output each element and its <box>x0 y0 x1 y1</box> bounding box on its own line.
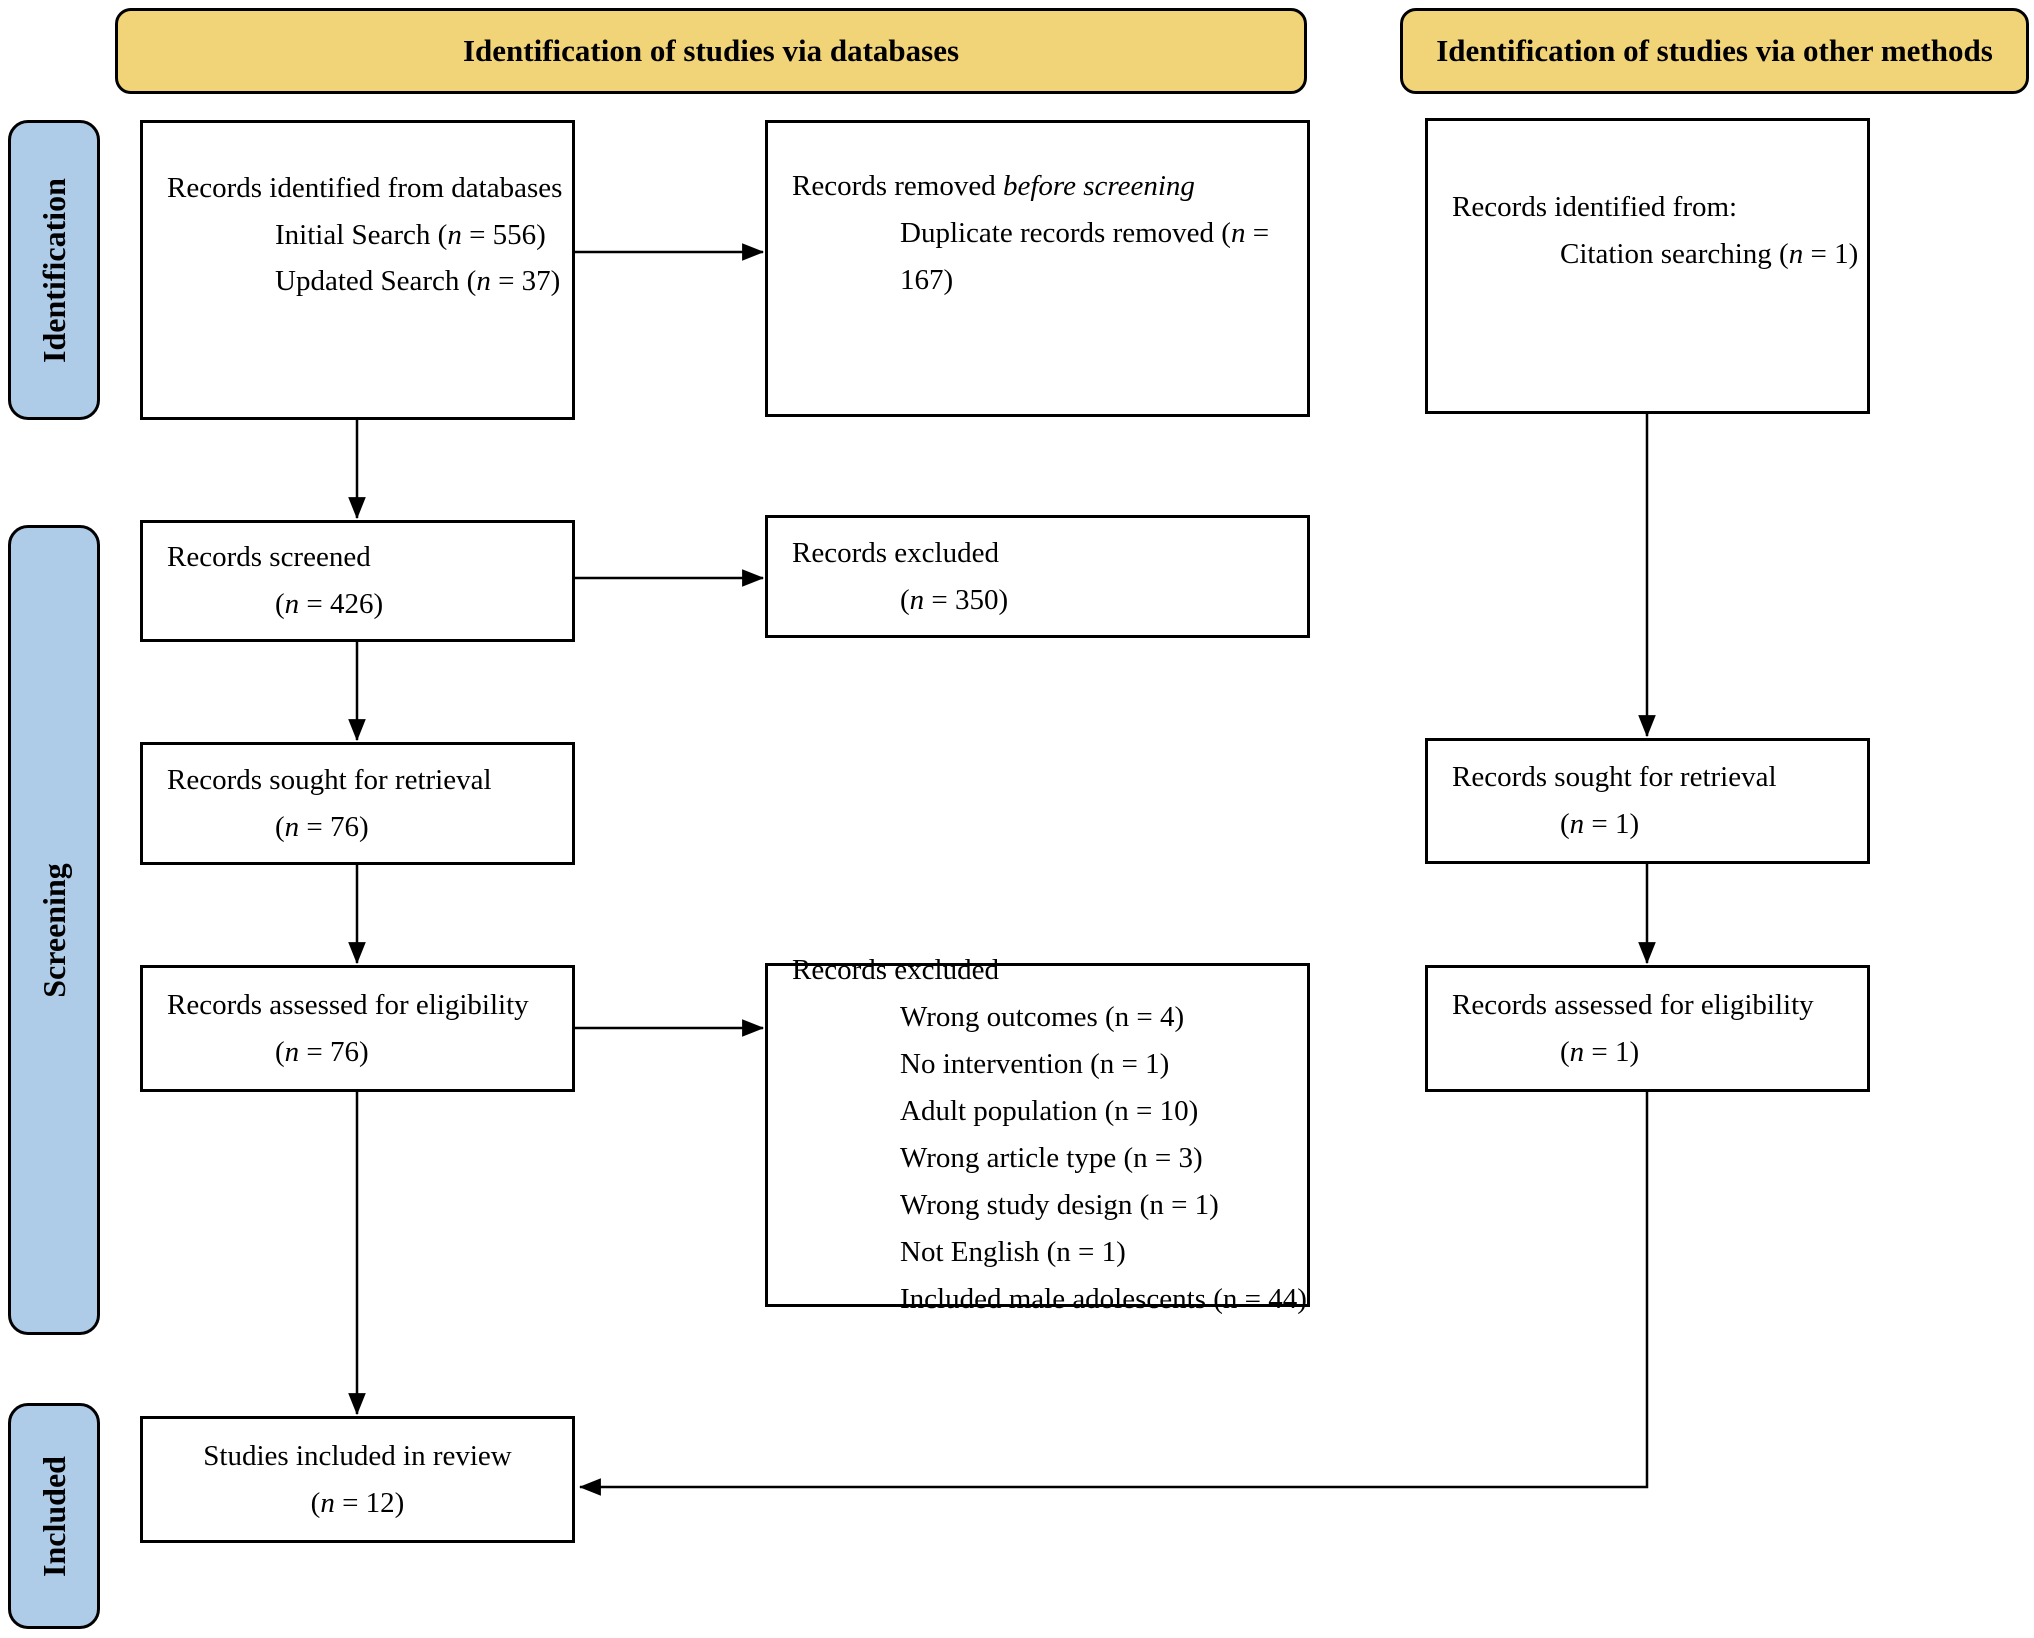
box-text-line: Studies included in review <box>203 1439 512 1472</box>
box-text-line: No intervention (n = 1) <box>900 1048 1170 1081</box>
box-text-line: Citation searching (n = 1) <box>1560 238 1859 270</box>
box-studies-included: Studies included in review (n = 12) <box>140 1416 575 1543</box>
box-records-screened: Records screened (n = 426) <box>140 520 575 642</box>
box-text-line: (n = 76) <box>275 810 369 843</box>
box-text-line: Records assessed for eligibility <box>167 988 529 1021</box>
box-text-line: (n = 426) <box>275 588 384 620</box>
box-text-line: Records removed before screening <box>792 170 1195 203</box>
stage-label-identification: Identification <box>8 120 100 420</box>
box-text-line: Records sought for retrieval <box>167 763 492 796</box>
box-text-line: Records assessed for eligibility <box>1452 988 1814 1021</box>
box-text-line: Adult population (n = 10) <box>900 1095 1199 1128</box>
stage-label-screening-text: Screening <box>35 862 72 998</box>
box-text-line: Wrong study design (n = 1) <box>900 1188 1219 1221</box>
box-text-line: (n = 1) <box>1560 1035 1640 1068</box>
box-records-assessed-databases: Records assessed for eligibility (n = 76) <box>140 965 575 1092</box>
box-records-excluded-screening: Records excluded (n = 350) <box>765 515 1310 638</box>
stage-label-identification-text: Identification <box>35 177 72 363</box>
box-text-line: Records identified from: <box>1452 191 1738 224</box>
box-text-line: (n = 1) <box>1560 808 1640 840</box>
box-text-line: Initial Search (n = 556) <box>275 218 546 251</box>
box-text-line: Records identified from databases <box>167 171 563 204</box>
header-databases: Identification of studies via databases <box>115 8 1307 94</box>
stage-label-included: Included <box>8 1403 100 1629</box>
box-text-line: Records screened <box>167 541 371 574</box>
box-text-line: Records excluded <box>792 536 999 569</box>
header-other-methods: Identification of studies via other meth… <box>1400 8 2029 94</box>
box-text-line: Included male adolescents (n = 44) <box>900 1282 1307 1315</box>
stage-label-included-text: Included <box>35 1455 72 1577</box>
box-text-line: Updated Search (n = 37) <box>275 265 561 298</box>
box-records-identified-other: Records identified from: Citation searchi… <box>1425 118 1870 414</box>
box-records-assessed-other: Records assessed for eligibility (n = 1) <box>1425 965 1870 1092</box>
box-text-line: Not English (n = 1) <box>900 1235 1126 1268</box>
box-text-line: (n = 350) <box>900 583 1009 616</box>
box-records-sought-databases: Records sought for retrieval (n = 76) <box>140 742 575 865</box>
box-text-line: Records excluded <box>792 954 999 987</box>
box-text-line: (n = 76) <box>275 1035 369 1068</box>
box-text-line: (n = 12) <box>310 1486 405 1519</box>
box-text-line: Wrong article type (n = 3) <box>900 1142 1203 1174</box>
box-text-line: Wrong outcomes (n = 4) <box>900 1001 1185 1034</box>
box-text-line: Records sought for retrieval <box>1452 761 1777 794</box>
stage-label-screening: Screening <box>8 525 100 1335</box>
box-records-sought-other: Records sought for retrieval (n = 1) <box>1425 738 1870 864</box>
box-text-line: Duplicate records removed (n = 167) <box>900 217 1270 296</box>
